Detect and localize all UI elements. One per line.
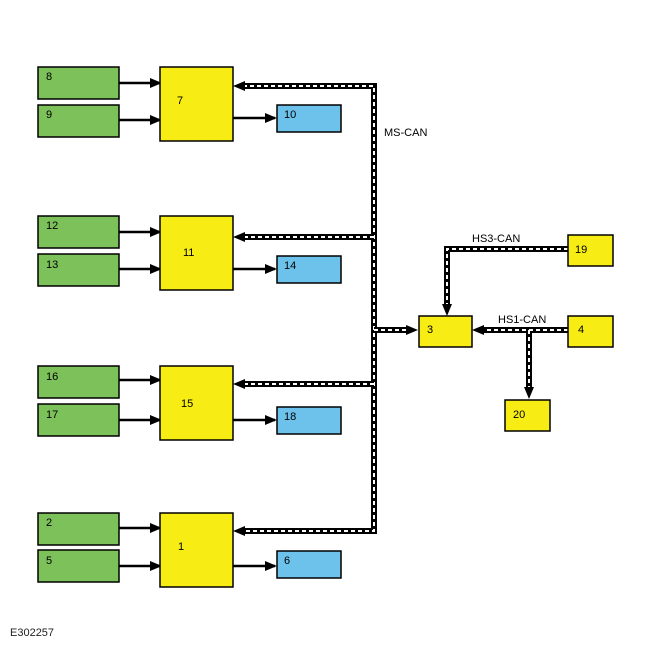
hs1-can-arrow-3 (472, 325, 484, 335)
box-17: 17 (37, 403, 120, 437)
box-3-label: 3 (427, 324, 433, 336)
hs1-can-bus (472, 325, 568, 399)
wiring-diagram: 8 9 12 13 16 17 2 5 7 11 15 1 3 4 19 20 … (37, 66, 614, 588)
box-12-label: 12 (46, 220, 58, 232)
box-19-label: 19 (575, 244, 587, 256)
box-16: 16 (37, 365, 120, 399)
box-7-label: 7 (177, 95, 183, 107)
box-13-label: 13 (46, 259, 58, 271)
box-6-label: 6 (284, 555, 290, 567)
box-7: 7 (159, 66, 234, 142)
ms-can-arrow-11 (233, 232, 245, 242)
hs3-can-arrow-3 (442, 304, 452, 316)
hs1-can-label: HS1-CAN (498, 314, 546, 326)
box-18-label: 18 (284, 411, 296, 423)
ms-can-bus (233, 81, 418, 536)
ms-can-arrow-15 (233, 379, 245, 389)
box-6: 6 (276, 550, 342, 579)
box-10-label: 10 (284, 109, 296, 121)
box-2-label: 2 (46, 517, 52, 529)
box-1-label: 1 (178, 541, 184, 553)
box-14-label: 14 (284, 260, 296, 272)
box-15: 15 (159, 365, 234, 441)
box-8-label: 8 (46, 71, 52, 83)
box-16-label: 16 (46, 371, 58, 383)
box-17-label: 17 (46, 409, 58, 421)
box-10: 10 (276, 104, 342, 133)
box-20: 20 (504, 399, 551, 432)
box-13: 13 (37, 253, 120, 287)
box-9: 9 (37, 104, 120, 138)
box-4: 4 (567, 315, 614, 348)
box-14: 14 (276, 255, 342, 284)
box-12: 12 (37, 215, 120, 249)
box-5: 5 (37, 549, 120, 583)
ms-can-arrow-7 (233, 81, 245, 91)
box-2: 2 (37, 512, 120, 546)
box-8: 8 (37, 66, 120, 100)
ms-can-label: MS-CAN (384, 127, 427, 139)
box-4-label: 4 (578, 324, 584, 336)
box-1: 1 (159, 512, 234, 588)
figure-code: E302257 (10, 627, 55, 639)
box-9-label: 9 (46, 109, 52, 121)
hs1-can-arrow-20 (524, 387, 534, 399)
box-3: 3 (418, 315, 473, 348)
box-20-label: 20 (513, 409, 525, 421)
hs3-can-label: HS3-CAN (472, 233, 520, 245)
box-19: 19 (567, 234, 614, 267)
box-5-label: 5 (46, 555, 52, 567)
box-15-label: 15 (181, 398, 193, 410)
box-18: 18 (276, 406, 342, 435)
hs3-can-bus (442, 246, 568, 316)
box-11-label: 11 (183, 247, 194, 259)
ms-can-arrow-3 (406, 325, 418, 335)
ms-can-arrow-1 (233, 526, 245, 536)
box-11: 11 (159, 215, 234, 291)
signal-arrows (119, 78, 277, 571)
